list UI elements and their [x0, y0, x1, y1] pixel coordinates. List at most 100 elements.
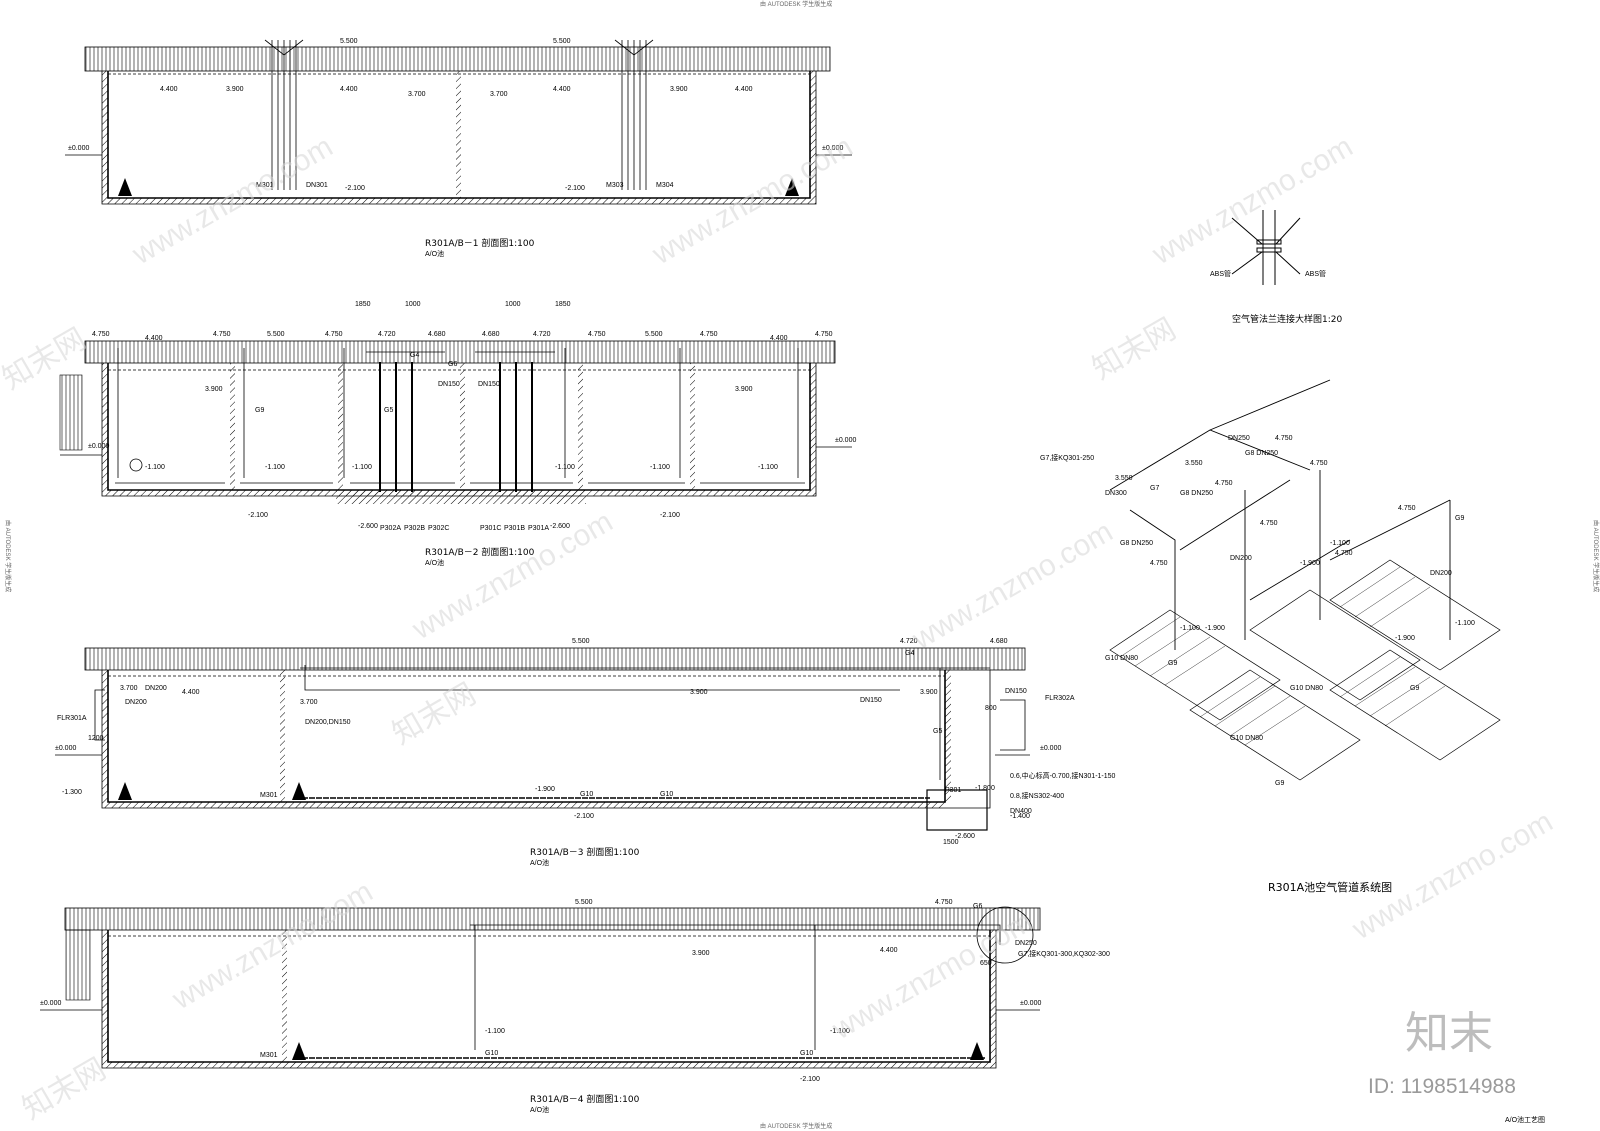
- svg-text:3.700: 3.700: [490, 91, 508, 98]
- section-4-title: R301A/B－4 剖面图1:100: [530, 1093, 640, 1105]
- svg-text:3.900: 3.900: [692, 950, 710, 957]
- svg-text:G9: G9: [1410, 685, 1419, 692]
- svg-text:DN300: DN300: [1105, 490, 1127, 497]
- svg-text:www.znzmo.com: www.znzmo.com: [1146, 130, 1358, 272]
- svg-text:-2.100: -2.100: [660, 512, 680, 519]
- svg-text:4.750: 4.750: [815, 331, 833, 338]
- svg-text:G9: G9: [1275, 780, 1284, 787]
- svg-text:www.znzmo.com: www.znzmo.com: [1346, 805, 1558, 947]
- svg-text:-1.100: -1.100: [485, 1028, 505, 1035]
- svg-text:G9: G9: [255, 407, 264, 414]
- svg-text:3.900: 3.900: [205, 386, 223, 393]
- section-4: 5.500 4.750 4.400 3.900 ±0.000 ±0.000 -1…: [40, 899, 1110, 1114]
- svg-text:ABS管: ABS管: [1305, 269, 1326, 278]
- pump-pit: [336, 490, 586, 504]
- svg-text:-1.100: -1.100: [650, 464, 670, 471]
- svg-text:G10: G10: [660, 791, 673, 798]
- svg-text:DN301: DN301: [306, 182, 328, 189]
- svg-text:4.400: 4.400: [145, 335, 163, 342]
- svg-text:5.500: 5.500: [267, 331, 285, 338]
- isometric-title: R301A池空气管道系统图: [1268, 880, 1392, 894]
- svg-text:DN250: DN250: [1015, 940, 1037, 947]
- svg-text:DN200,DN150: DN200,DN150: [305, 719, 351, 726]
- svg-text:4.750: 4.750: [1260, 520, 1278, 527]
- svg-text:4.750: 4.750: [700, 331, 718, 338]
- svg-text:-1.100: -1.100: [265, 464, 285, 471]
- svg-text:4.750: 4.750: [1335, 550, 1353, 557]
- svg-text:-1.900: -1.900: [535, 786, 555, 793]
- autodesk-footer: 由 AUTODESK 学生版生成: [760, 1122, 832, 1130]
- svg-text:G4: G4: [410, 352, 419, 359]
- svg-text:4.400: 4.400: [735, 86, 753, 93]
- svg-text:DN200: DN200: [125, 699, 147, 706]
- svg-text:G5: G5: [384, 407, 393, 414]
- svg-text:DN150: DN150: [1005, 688, 1027, 695]
- svg-text:-1.100: -1.100: [830, 1028, 850, 1035]
- svg-text:www.znzmo.com: www.znzmo.com: [166, 875, 378, 1017]
- svg-text:-1.100: -1.100: [555, 464, 575, 471]
- svg-text:DN200: DN200: [1230, 555, 1252, 562]
- svg-text:DN150: DN150: [478, 381, 500, 388]
- svg-text:-1.100: -1.100: [1180, 625, 1200, 632]
- svg-text:1200: 1200: [88, 735, 104, 742]
- svg-text:±0.000: ±0.000: [88, 443, 109, 450]
- svg-text:5.500: 5.500: [645, 331, 663, 338]
- svg-text:-1.400: -1.400: [1010, 813, 1030, 820]
- svg-text:-2.600: -2.600: [955, 833, 975, 840]
- svg-text:-1.300: -1.300: [62, 789, 82, 796]
- svg-text:G9: G9: [1455, 515, 1464, 522]
- stair: [59, 374, 83, 451]
- svg-text:±0.000: ±0.000: [1040, 745, 1061, 752]
- detail-title: 空气管法兰连接大样图1:20: [1232, 313, 1342, 325]
- svg-text:知末网: 知末网: [1087, 312, 1181, 386]
- svg-text:4.400: 4.400: [880, 947, 898, 954]
- center-wall: [456, 71, 461, 198]
- svg-text:DN250: DN250: [1228, 435, 1250, 442]
- svg-text:5.500: 5.500: [575, 899, 593, 906]
- svg-text:4.750: 4.750: [92, 331, 110, 338]
- svg-text:知末网: 知末网: [17, 1052, 111, 1126]
- section-3-title: R301A/B－3 剖面图1:100: [530, 846, 640, 858]
- svg-text:www.znzmo.com: www.znzmo.com: [906, 515, 1118, 657]
- svg-text:4.680: 4.680: [482, 331, 500, 338]
- watermark-layer: www.znzmo.com www.znzmo.com www.znzmo.co…: [0, 130, 1558, 1126]
- brand-logo: 知末: [1405, 1008, 1493, 1059]
- svg-text:DN150: DN150: [438, 381, 460, 388]
- svg-text:-1.100: -1.100: [1330, 540, 1350, 547]
- svg-text:DN200: DN200: [145, 685, 167, 692]
- svg-text:-1.900: -1.900: [1205, 625, 1225, 632]
- svg-text:-1.100: -1.100: [1455, 620, 1475, 627]
- svg-text:-2.100: -2.100: [800, 1076, 820, 1083]
- svg-text:4.400: 4.400: [340, 86, 358, 93]
- svg-text:1500: 1500: [943, 839, 959, 846]
- svg-text:-2.600: -2.600: [550, 523, 570, 530]
- svg-text:-1.900: -1.900: [1300, 560, 1320, 567]
- svg-text:G7,接KQ301-300,KQ302-300: G7,接KQ301-300,KQ302-300: [1018, 949, 1110, 958]
- svg-text:3.550: 3.550: [1185, 460, 1203, 467]
- svg-text:M303: M303: [606, 182, 624, 189]
- svg-text:-2.600: -2.600: [358, 523, 378, 530]
- svg-text:4.750: 4.750: [213, 331, 231, 338]
- svg-text:4.720: 4.720: [533, 331, 551, 338]
- flange-detail: ABS管 ABS管 空气管法兰连接大样图1:20: [1210, 210, 1342, 325]
- svg-text:P302B: P302B: [404, 525, 425, 532]
- svg-text:G7: G7: [1150, 485, 1159, 492]
- svg-text:3.700: 3.700: [120, 685, 138, 692]
- svg-text:3.900: 3.900: [920, 689, 938, 696]
- svg-text:DN400: DN400: [1010, 808, 1032, 815]
- autodesk-side-left: 由 AUTODESK 学生版生成: [4, 520, 12, 592]
- svg-text:P302A: P302A: [380, 525, 401, 532]
- svg-text:1000: 1000: [405, 301, 421, 308]
- svg-text:-1.100: -1.100: [352, 464, 372, 471]
- svg-text:G6: G6: [973, 903, 982, 910]
- section-3: 5.500 4.720 4.680 3.700 4.400 3.700 3.90…: [55, 638, 1116, 867]
- section-2-title: R301A/B－2 剖面图1:100: [425, 546, 535, 558]
- svg-text:4.750: 4.750: [1150, 560, 1168, 567]
- svg-text:M304: M304: [656, 182, 674, 189]
- svg-text:±0.000: ±0.000: [835, 437, 856, 444]
- svg-text:4.720: 4.720: [378, 331, 396, 338]
- svg-text:A/O池: A/O池: [425, 249, 444, 258]
- autodesk-side-right: 由 AUTODESK 学生版生成: [1592, 520, 1600, 592]
- svg-text:G7,接KQ301-250: G7,接KQ301-250: [1040, 453, 1094, 462]
- section-2: 1850 1000 1000 1850 4.750 4.400 4.750 5.…: [59, 301, 856, 567]
